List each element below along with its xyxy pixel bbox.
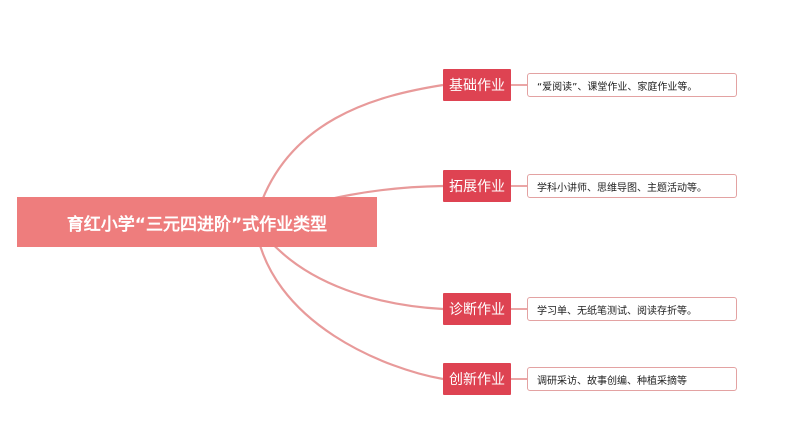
branch-basic-homework[interactable]: 基础作业	[443, 69, 511, 101]
detail-extended-homework[interactable]: 学科小讲师、思维导图、主题活动等。	[527, 174, 737, 198]
branch-extended-homework[interactable]: 拓展作业	[443, 170, 511, 202]
branch-diagnostic-homework[interactable]: 诊断作业	[443, 293, 511, 325]
branch-innovative-homework[interactable]: 创新作业	[443, 363, 511, 395]
detail-innovative-homework[interactable]: 调研采访、故事创编、种植采摘等	[527, 367, 737, 391]
root-topic[interactable]: 育红小学“三元四进阶”式作业类型	[17, 197, 377, 247]
detail-diagnostic-homework[interactable]: 学习单、无纸笔测试、阅读存折等。	[527, 297, 737, 321]
link-root-innovative	[253, 221, 444, 381]
link-root-basic	[253, 83, 444, 223]
detail-basic-homework[interactable]: “爱阅读”、课堂作业、家庭作业等。	[527, 73, 737, 97]
